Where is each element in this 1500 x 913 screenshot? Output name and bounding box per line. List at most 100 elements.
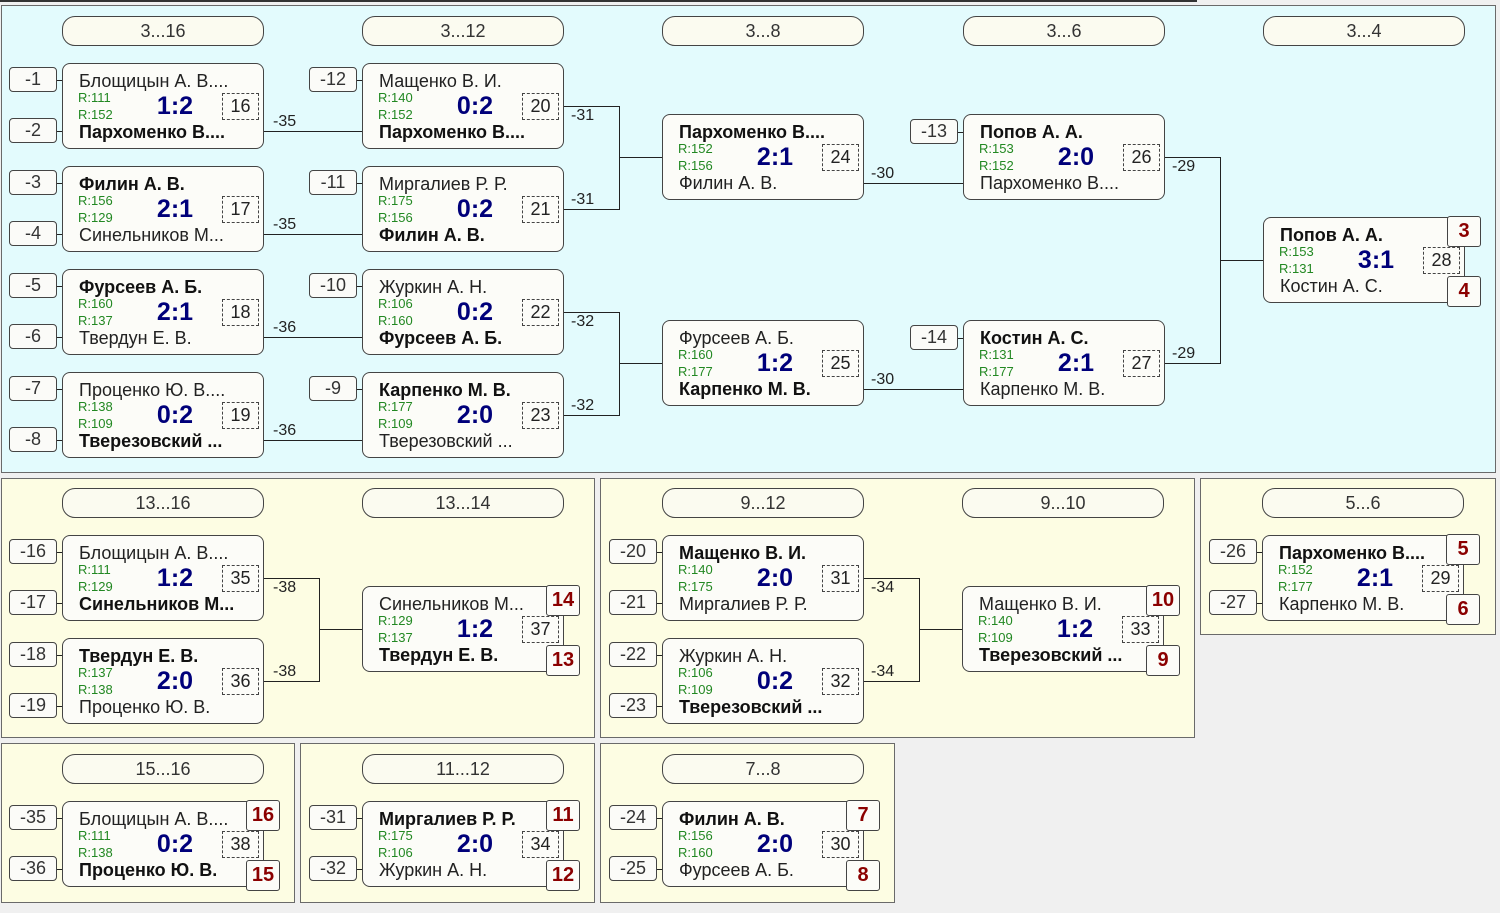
player-2-rating: R:177 [678,364,713,379]
player-2-name: Тверезовский ... [979,645,1123,665]
connector [657,603,663,604]
player-1-rating: R:152 [678,141,713,156]
match-number: 33 [1122,616,1159,643]
entry-seed: -19 [9,693,57,718]
place-badge: 13 [546,645,580,676]
player-1-rating: R:111 [78,828,111,843]
player-2-name: Миргалиев Р. Р. [679,594,808,614]
round-header: 3...12 [362,16,564,46]
player-1-rating: R:153 [1279,244,1314,259]
entry-seed: -27 [1209,590,1257,615]
player-1-rating: R:175 [378,828,413,843]
entry-seed: -31 [309,805,357,830]
player-2-name: Синельников М... [79,225,224,245]
player-1-rating: R:111 [78,90,111,105]
match-score: 2:1 [1356,564,1394,592]
loser-destination: -38 [273,579,297,596]
connector [919,578,920,682]
connector [57,183,63,184]
match-score: 1:2 [156,92,194,120]
player-1-rating: R:152 [1278,562,1313,577]
connector [657,706,663,707]
match-score: 2:0 [156,667,194,695]
connector [57,603,63,604]
match-score: 0:2 [156,401,194,429]
loser-destination: -31 [571,191,595,208]
loser-destination: -35 [273,216,297,233]
player-1-rating: R:160 [78,296,113,311]
player-2-rating: R:175 [678,579,713,594]
round-header: 9...12 [662,488,864,518]
player-1-rating: R:131 [979,347,1014,362]
match-score: 2:1 [156,195,194,223]
connector [1165,157,1221,158]
player-1-rating: R:137 [78,665,113,680]
match-number: 22 [522,299,559,326]
connector [57,869,63,870]
connector [357,183,363,184]
connector [57,337,63,338]
round-header: 3...4 [1263,16,1465,46]
entry-seed: -14 [910,325,958,350]
player-2-rating: R:160 [678,845,713,860]
match-score: 0:2 [456,298,494,326]
player-2-name: Фурсеев А. Б. [679,860,794,880]
entry-seed: -26 [1209,539,1257,564]
round-header: 13...14 [362,488,564,518]
player-1-name: Мащенко В. И. [979,594,1102,614]
entry-seed: -20 [609,539,657,564]
player-1-rating: R:106 [678,665,713,680]
place-badge: 5 [1446,534,1480,565]
player-2-name: Тверезовский ... [79,431,223,451]
player-1-name: Миргалиев Р. Р. [379,174,508,194]
place-badge: 3 [1447,216,1481,247]
match-number: 32 [822,668,859,695]
entry-seed: -36 [9,856,57,881]
match-score: 1:2 [456,615,494,643]
player-1-name: Мащенко В. И. [379,71,502,91]
player-1-name: Филин А. В. [679,809,785,829]
player-2-rating: R:152 [979,158,1014,173]
player-2-rating: R:156 [378,210,413,225]
match-number: 25 [822,350,859,377]
player-1-name: Фурсеев А. Б. [79,277,203,297]
match-number: 31 [822,565,859,592]
player-1-rating: R:160 [678,347,713,362]
connector [657,818,663,819]
loser-destination: -38 [273,663,297,680]
connector [57,234,63,235]
connector [57,440,63,441]
loser-destination: -30 [871,371,895,388]
top-divider [0,0,1197,2]
connector [864,183,964,184]
connector [619,363,663,364]
connector [864,389,964,390]
entry-seed: -18 [9,642,57,667]
match-score: 2:0 [456,401,494,429]
player-1-name: Пархоменко В.... [679,122,825,142]
connector [57,80,63,81]
